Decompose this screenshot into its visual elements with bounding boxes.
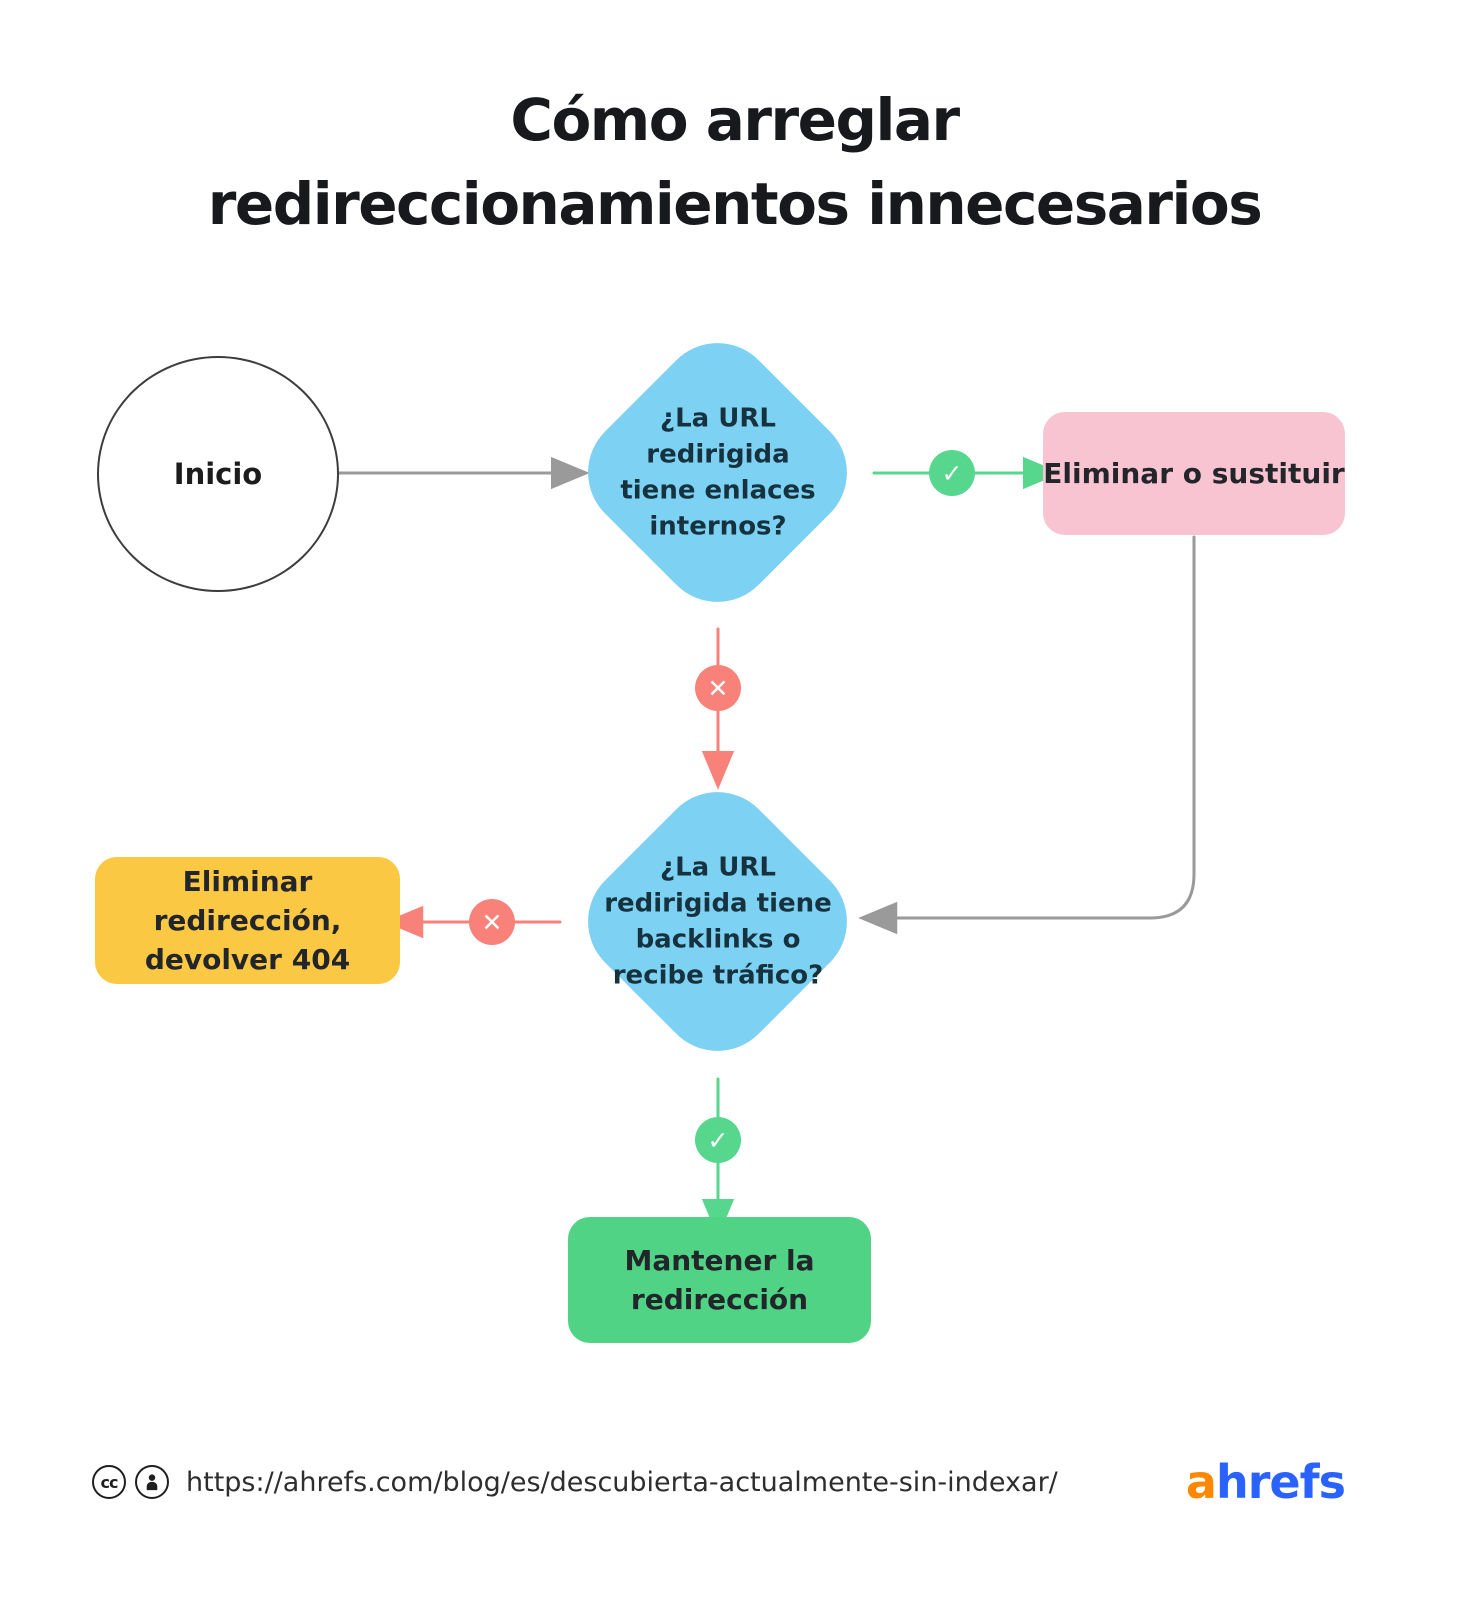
connector-replace-to-decision2 (858, 535, 1196, 935)
cross-icon: ✕ (469, 899, 515, 945)
creative-commons-icon: cc (92, 1465, 126, 1499)
ahrefs-logo: ahrefs (1185, 1455, 1346, 1509)
cc-glyph: cc (100, 1472, 119, 1492)
page-title-line1: Cómo arreglar (510, 86, 960, 154)
outcome-keep-node: Mantener la redirección (568, 1217, 871, 1343)
footer: cc https://ahrefs.com/blog/es/descubiert… (0, 1455, 1469, 1525)
check-icon: ✓ (695, 1117, 741, 1163)
page-title: Cómo arreglar redireccionamientos innece… (0, 78, 1469, 246)
outcome-replace-label: Eliminar o sustituir (1043, 456, 1345, 490)
outcome-remove-node: Eliminar redirección, devolver 404 (95, 857, 400, 984)
ahrefs-logo-a: a (1185, 1455, 1217, 1509)
cross-glyph: ✕ (481, 907, 503, 937)
source-url: https://ahrefs.com/blog/es/descubierta-a… (186, 1467, 1058, 1498)
attribution-person-icon (135, 1465, 169, 1499)
decision1-label: ¿La URL redirigida tiene enlaces interno… (620, 403, 816, 541)
check-glyph: ✓ (941, 458, 963, 488)
page-title-line2: redireccionamientos innecesarios (207, 170, 1263, 239)
outcome-remove-label: Eliminar redirección, devolver 404 (144, 864, 351, 977)
outcome-replace-node: Eliminar o sustituir (1043, 412, 1345, 535)
cross-glyph: ✕ (707, 673, 729, 703)
decision2-label: ¿La URL redirigida tiene backlinks o rec… (604, 852, 832, 990)
start-node-label: Inicio (173, 457, 263, 491)
ahrefs-logo-hrefs: hrefs (1215, 1455, 1346, 1509)
check-icon: ✓ (929, 450, 975, 496)
cross-icon: ✕ (695, 665, 741, 711)
check-glyph: ✓ (707, 1125, 729, 1155)
person-glyph (146, 1474, 158, 1491)
outcome-keep-label: Mantener la redirección (624, 1243, 815, 1316)
start-node: Inicio (97, 356, 339, 592)
